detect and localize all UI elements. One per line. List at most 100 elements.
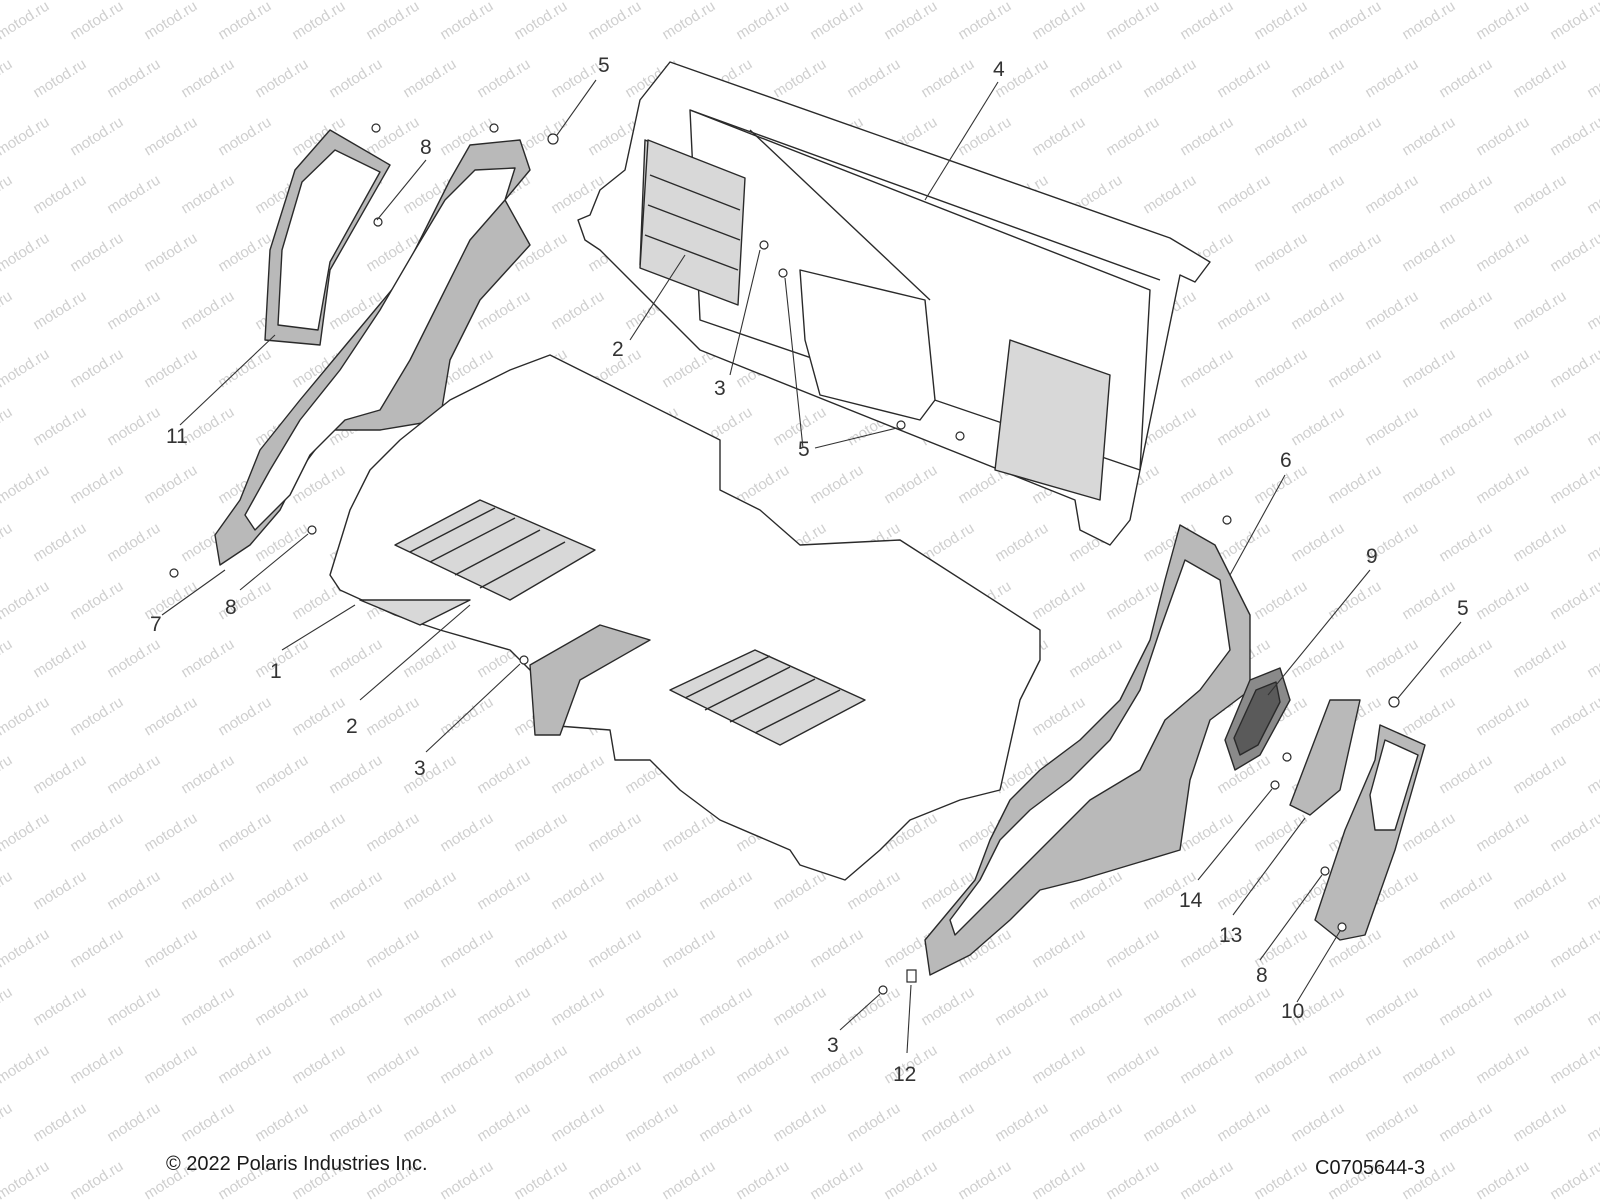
watermark-text: motod.ru <box>1473 1042 1532 1088</box>
watermark-text: motod.ru <box>326 868 385 914</box>
watermark-text: motod.ru <box>141 0 200 43</box>
watermark-text: motod.ru <box>1473 230 1532 276</box>
watermark-text: motod.ru <box>178 984 237 1030</box>
watermark-text: motod.ru <box>548 868 607 914</box>
watermark-text: motod.ru <box>178 1100 237 1146</box>
watermark-text: motod.ru <box>1547 0 1600 43</box>
fastener <box>547 133 559 145</box>
watermark-text: motod.ru <box>363 694 422 740</box>
watermark-text: motod.ru <box>881 462 940 508</box>
watermark-text: motod.ru <box>1399 810 1458 856</box>
callout-c-8-left: 8 <box>225 596 237 619</box>
fastener <box>519 655 529 665</box>
watermark-text: motod.ru <box>1436 636 1495 682</box>
watermark-text: motod.ru <box>252 636 311 682</box>
watermark-text: motod.ru <box>104 404 163 450</box>
watermark-text: motod.ru <box>585 810 644 856</box>
watermark-text: motod.ru <box>1103 926 1162 972</box>
watermark-text: motod.ru <box>1103 578 1162 624</box>
watermark-text: motod.ru <box>1325 114 1384 160</box>
watermark-text: motod.ru <box>1288 288 1347 334</box>
watermark-text: motod.ru <box>1140 56 1199 102</box>
callout-labels: 5 4 8 2 3 5 11 6 9 5 7 8 1 2 3 14 13 8 1… <box>150 54 1469 1086</box>
watermark-text: motod.ru <box>104 172 163 218</box>
watermark-text: motod.ru <box>1177 810 1236 856</box>
watermark-text: motod.ru <box>326 56 385 102</box>
watermark-text: motod.ru <box>1510 752 1569 798</box>
watermark-text: motod.ru <box>1029 1158 1088 1200</box>
watermark-text: motod.ru <box>0 56 15 102</box>
watermark-text: motod.ru <box>1103 1042 1162 1088</box>
watermark-text: motod.ru <box>770 56 829 102</box>
watermark-text: motod.ru <box>400 984 459 1030</box>
watermark-text: motod.ru <box>511 0 570 43</box>
watermark-text: motod.ru <box>1066 56 1125 102</box>
watermark-text: motod.ru <box>289 0 348 43</box>
watermark-text: motod.ru <box>1066 1100 1125 1146</box>
watermark-text: motod.ru <box>807 462 866 508</box>
watermark-text: motod.ru <box>696 1100 755 1146</box>
watermark-text: motod.ru <box>1140 984 1199 1030</box>
watermark-text: motod.ru <box>474 752 533 798</box>
watermark-text: motod.ru <box>1325 0 1384 43</box>
watermark-text: motod.ru <box>585 926 644 972</box>
watermark-text: motod.ru <box>141 810 200 856</box>
watermark-text: motod.ru <box>67 810 126 856</box>
watermark-text: motod.ru <box>733 0 792 43</box>
watermark-text: motod.ru <box>1547 114 1600 160</box>
watermark-text: motod.ru <box>1547 1042 1600 1088</box>
watermark-text: motod.ru <box>363 810 422 856</box>
watermark-text: motod.ru <box>1325 1042 1384 1088</box>
leader-c-3-low <box>425 663 521 753</box>
callout-c-5-right: 5 <box>1457 597 1469 620</box>
watermark-text: motod.ru <box>1547 694 1600 740</box>
watermark-text: motod.ru <box>1584 868 1600 914</box>
watermark-text: motod.ru <box>30 636 89 682</box>
watermark-text: motod.ru <box>1251 810 1310 856</box>
watermark-text: motod.ru <box>548 752 607 798</box>
watermark-text: motod.ru <box>659 1158 718 1200</box>
watermark-text: motod.ru <box>955 1158 1014 1200</box>
watermark-text: motod.ru <box>1510 172 1569 218</box>
watermark-text: motod.ru <box>1177 1158 1236 1200</box>
watermark-text: motod.ru <box>215 230 274 276</box>
fastener <box>955 431 965 441</box>
watermark-text: motod.ru <box>0 694 52 740</box>
watermark-text: motod.ru <box>807 0 866 43</box>
watermark-text: motod.ru <box>1251 230 1310 276</box>
leader-c-3-mid <box>729 249 761 376</box>
watermark-text: motod.ru <box>1251 0 1310 43</box>
watermark-text: motod.ru <box>0 752 15 798</box>
watermark-text: motod.ru <box>0 1042 52 1088</box>
watermark-text: motod.ru <box>437 694 496 740</box>
watermark-text: motod.ru <box>733 1158 792 1200</box>
watermark-text: motod.ru <box>104 1100 163 1146</box>
leader-c-3-bottom <box>839 993 881 1031</box>
watermark-text: motod.ru <box>437 810 496 856</box>
watermark-text: motod.ru <box>215 114 274 160</box>
fastener <box>1222 515 1232 525</box>
watermark-text: motod.ru <box>1584 984 1600 1030</box>
fastener <box>1388 696 1400 708</box>
watermark-text: motod.ru <box>1547 346 1600 392</box>
watermark-text: motod.ru <box>1251 1158 1310 1200</box>
watermark-text: motod.ru <box>1362 172 1421 218</box>
watermark-text: motod.ru <box>622 984 681 1030</box>
watermark-text: motod.ru <box>141 1042 200 1088</box>
watermark-text: motod.ru <box>215 810 274 856</box>
watermark-text: motod.ru <box>289 694 348 740</box>
watermark-text: motod.ru <box>1436 520 1495 566</box>
watermark-text: motod.ru <box>1325 462 1384 508</box>
watermark-text: motod.ru <box>1177 1042 1236 1088</box>
watermark-text: motod.ru <box>215 578 274 624</box>
watermark-text: motod.ru <box>1288 172 1347 218</box>
fastener <box>878 985 888 995</box>
watermark-text: motod.ru <box>178 56 237 102</box>
watermark-text: motod.ru <box>1510 984 1569 1030</box>
leader-c-2-low <box>359 604 471 701</box>
watermark-text: motod.ru <box>1029 578 1088 624</box>
watermark-text: motod.ru <box>1214 868 1273 914</box>
watermark-text: motod.ru <box>437 0 496 43</box>
watermark-text: motod.ru <box>1436 752 1495 798</box>
watermark-text: motod.ru <box>252 56 311 102</box>
